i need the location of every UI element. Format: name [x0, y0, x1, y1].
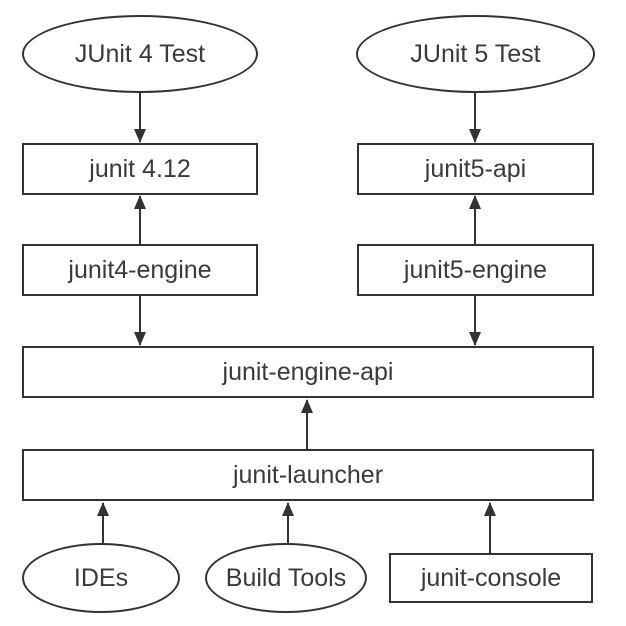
node-junit-412-label: junit 4.12	[89, 154, 191, 183]
node-junit5-engine: junit5-engine	[357, 244, 594, 296]
node-junit5-test-label: JUnit 5 Test	[410, 39, 541, 68]
node-junit-console-label: junit-console	[420, 563, 562, 592]
node-junit4-test: JUnit 4 Test	[22, 15, 258, 93]
node-ides-label: IDEs	[73, 563, 129, 592]
node-build-tools: Build Tools	[205, 543, 367, 613]
node-junit5-api-label: junit5-api	[424, 154, 527, 183]
node-junit-engine-api: junit-engine-api	[22, 346, 594, 398]
node-junit5-engine-label: junit5-engine	[403, 255, 548, 284]
node-junit4-engine-label: junit4-engine	[68, 255, 212, 284]
node-junit5-test: JUnit 5 Test	[356, 15, 595, 93]
node-junit-launcher: junit-launcher	[22, 449, 594, 501]
node-ides: IDEs	[22, 543, 180, 613]
node-junit-engine-api-label: junit-engine-api	[222, 357, 394, 386]
node-junit4-engine: junit4-engine	[22, 244, 258, 296]
node-junit-console: junit-console	[389, 553, 593, 603]
node-junit-launcher-label: junit-launcher	[232, 460, 384, 489]
node-build-tools-label: Build Tools	[225, 563, 347, 592]
node-junit5-api: junit5-api	[357, 143, 594, 195]
node-junit-412: junit 4.12	[22, 143, 258, 195]
node-junit4-test-label: JUnit 4 Test	[74, 39, 206, 68]
